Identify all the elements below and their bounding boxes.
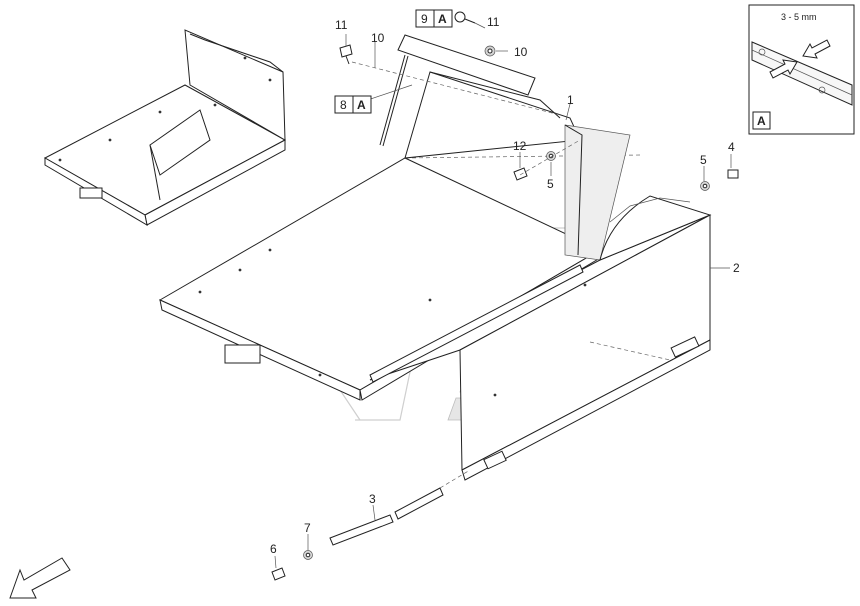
part-1-hinge-plate	[564, 124, 631, 261]
ref-9-number: 9	[421, 12, 428, 26]
ref-9-letter: A	[438, 12, 447, 26]
back-wall-panel	[404, 71, 581, 159]
reference-box-8A: 8 A	[334, 95, 372, 114]
floor-tube	[369, 264, 584, 383]
detail-arrow-right	[769, 59, 798, 79]
detail-letter: A	[757, 114, 766, 128]
washer-5-mid	[546, 151, 556, 161]
washer-10-right	[484, 45, 496, 57]
washer-7	[303, 550, 313, 560]
washer-5-right	[700, 181, 710, 191]
part-3-pin	[329, 469, 471, 546]
part-8-rod	[379, 54, 409, 147]
detail-view-A: 3 - 5 mm A	[748, 4, 855, 135]
callout-4: 4	[728, 140, 735, 154]
bolt-12	[513, 167, 528, 181]
direction-arrow	[9, 557, 71, 599]
callout-11-left: 11	[335, 18, 348, 32]
callouts: 11 10 11 10 1 12 5 5 4 2 3 7 6	[270, 15, 740, 556]
callout-11-right: 11	[487, 15, 500, 29]
bolt-6	[271, 567, 286, 581]
ref-8-letter: A	[357, 98, 366, 112]
callout-12: 12	[513, 139, 527, 153]
ref-8-number: 8	[340, 98, 347, 112]
nut-4	[727, 169, 739, 179]
callout-6: 6	[270, 542, 277, 556]
reference-box-9A: 9 A	[415, 9, 453, 28]
callout-1: 1	[567, 93, 574, 107]
callout-5-right: 5	[700, 153, 707, 167]
callout-5-mid: 5	[547, 177, 554, 191]
callout-10-right: 10	[514, 45, 528, 59]
part-9-strip	[397, 34, 536, 96]
callout-7: 7	[304, 521, 311, 535]
upper-left-side-tray	[43, 29, 287, 226]
callout-10-left: 10	[371, 31, 385, 45]
bolt-11-left	[339, 44, 353, 65]
callout-3: 3	[369, 492, 376, 506]
bolt-11-right	[454, 11, 476, 24]
detail-gap-label: 3 - 5 mm	[781, 12, 817, 22]
callout-2: 2	[733, 261, 740, 275]
detail-arrow-left	[802, 39, 831, 59]
